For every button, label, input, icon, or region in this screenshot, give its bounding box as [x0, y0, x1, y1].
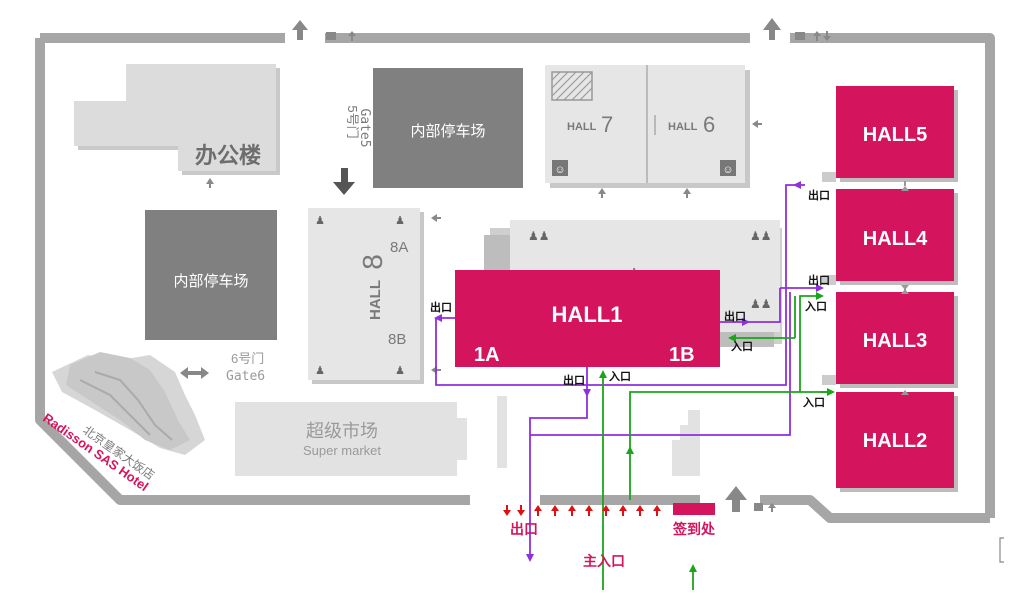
hall4-label: HALL4: [863, 228, 928, 250]
hall2: HALL2: [836, 392, 958, 492]
hall7-word: HALL: [567, 121, 597, 133]
office-building: 办公楼: [74, 64, 280, 188]
hall6-restroom-icon: [720, 160, 736, 176]
svg-text:♟: ♟: [315, 215, 325, 227]
hall-7-6-building: HALL 7 HALL 6 ☺ ☺: [545, 65, 762, 198]
exit-routes: [434, 181, 824, 562]
svg-text:☺: ☺: [722, 164, 733, 176]
edge-bracket: [999, 537, 1004, 563]
registration-desk: [673, 503, 715, 515]
hall3-label: HALL3: [863, 330, 927, 352]
hall3: HALL3: [836, 292, 958, 388]
hall2-label: HALL2: [863, 430, 927, 452]
parking-left-label: 内部停车场: [173, 273, 248, 290]
entry-label-hall1-bottom: 入口: [609, 370, 631, 383]
entry-label-hall3: 入口: [805, 300, 827, 313]
hall8-word: HALL: [367, 280, 384, 320]
svg-text:☺: ☺: [554, 164, 565, 176]
top-gate-marker-right: [763, 18, 831, 41]
hall6-num: 6: [703, 112, 715, 137]
svg-text:♟: ♟: [315, 365, 325, 377]
gate6: 6号门 Gate6: [180, 351, 265, 384]
parking-top-label: 内部停车场: [410, 123, 485, 140]
parking-top: 内部停车场: [373, 68, 523, 188]
thin-structure: [497, 396, 507, 468]
hall1-label: HALL1: [552, 302, 623, 327]
gate5-arrow-icon: [333, 168, 355, 195]
hall1-1a: 1A: [474, 344, 500, 366]
exit-label-hall8: 出口: [430, 300, 452, 314]
parking-left: 内部停车场: [145, 210, 277, 340]
top-gate-marker-left: [292, 20, 356, 41]
svg-text:♟♟: ♟♟: [528, 229, 550, 243]
gate6-en: Gate6: [226, 369, 265, 384]
hall5: HALL5: [836, 86, 958, 182]
gate6-cn: 6号门: [231, 351, 264, 366]
svg-text:♟♟: ♟♟: [750, 297, 772, 311]
main-entry-label: 主入口: [583, 553, 625, 570]
stepped-structure: [672, 410, 700, 476]
hall8-8a: 8A: [390, 239, 408, 256]
exit-label-1b: 出口: [724, 309, 746, 323]
hall8-8b: 8B: [388, 331, 406, 348]
hall7-num: 7: [601, 112, 613, 137]
gate6-left-arrow-icon: [180, 367, 195, 379]
hotel-building: 北京皇家大饭店 Radisson SAS Hotel: [40, 352, 205, 494]
office-label: 办公楼: [195, 143, 261, 168]
svg-text:♟♟: ♟♟: [750, 229, 772, 243]
hall4: HALL4: [836, 189, 958, 285]
hall8-building: ♟ ♟ ♟ ♟ HALL 8 8A 8B: [308, 208, 441, 384]
hall6-word: HALL: [668, 121, 698, 133]
supermarket-cn: 超级市场: [306, 421, 378, 441]
hall1-1b: 1B: [669, 344, 695, 366]
gate5-cn: 5号门: [345, 105, 360, 138]
hall8-num: 8: [357, 254, 388, 270]
hall8-restroom-icon-1: [314, 212, 326, 226]
hall5-label: HALL5: [863, 124, 927, 146]
entry-label-hall2: 入口: [803, 396, 825, 409]
gate5: 5号门 Gate5: [333, 105, 372, 195]
supermarket-en: Super market: [303, 443, 381, 458]
exit-label-hall5: 出口: [808, 188, 830, 202]
red-arrow-row: [503, 505, 661, 516]
exit-label-bottom: 出口: [510, 521, 538, 538]
supermarket: 超级市场 Super market: [235, 402, 467, 476]
svg-text:♟: ♟: [395, 365, 405, 377]
gate6-right-arrow-icon: [195, 367, 209, 379]
exit-label-hall4: 出口: [808, 273, 830, 287]
svg-text:♟: ♟: [395, 215, 405, 227]
site-boundary-wall: [35, 33, 995, 523]
entry-routes: [599, 292, 835, 590]
entry-label-1b: 入口: [731, 340, 753, 353]
registration-label: 签到处: [672, 521, 716, 538]
exit-label-hall1-bottom: 出口: [563, 373, 585, 387]
hall1: HALL1 1A 1B: [455, 270, 720, 367]
bottom-gate-marker: [725, 486, 776, 512]
gate5-en: Gate5: [357, 108, 372, 147]
hall7-restroom-icon: [552, 160, 568, 176]
